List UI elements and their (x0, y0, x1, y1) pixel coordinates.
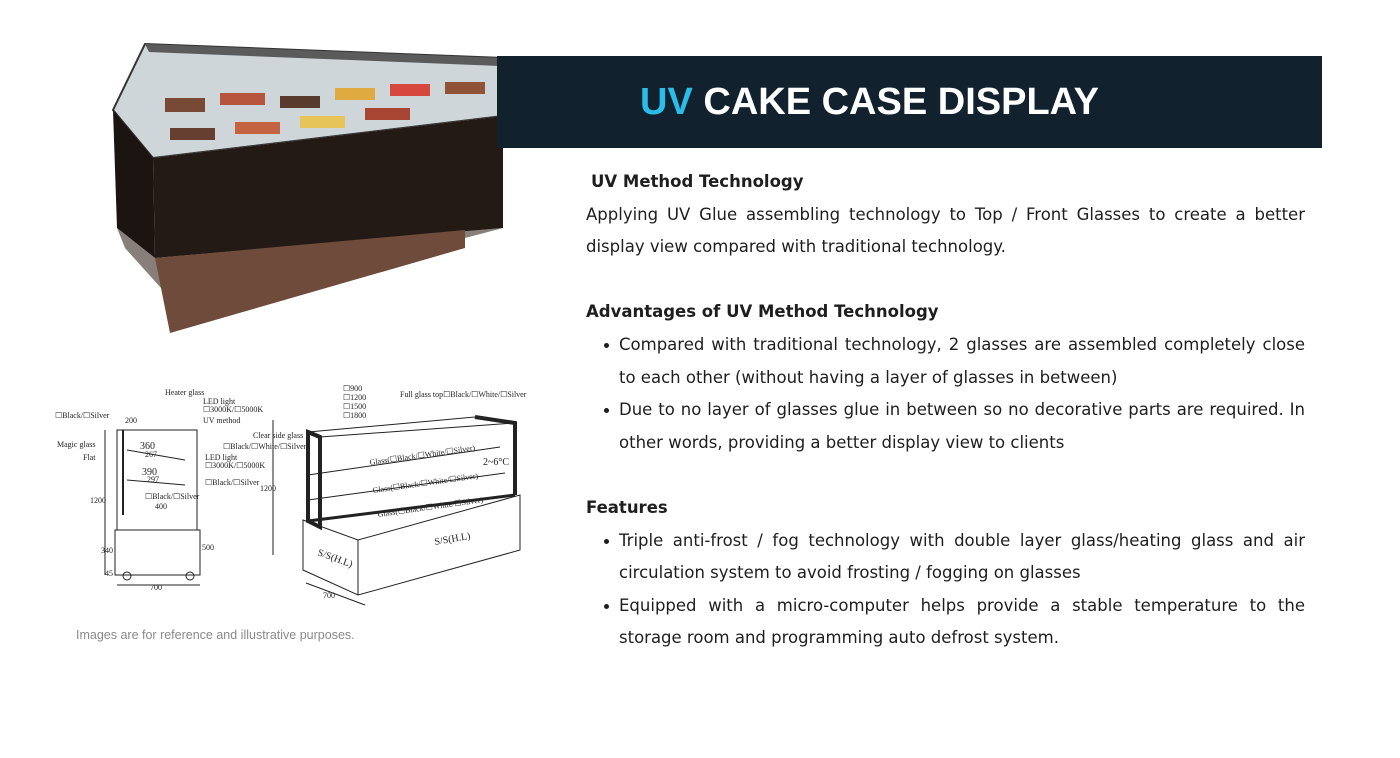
product-photo (111, 42, 504, 333)
label-shelf2: Glass(☐Black/☐White/☐Silver) (372, 471, 479, 495)
label-led-top: LED light (203, 397, 236, 406)
section-heading: UV Method Technology (591, 172, 804, 191)
advantages-list: Compared with traditional technology, 2 … (586, 329, 1305, 459)
label-d360: 360 (140, 441, 155, 452)
side-view-diagram (104, 429, 201, 586)
label-clear-side-glass: Clear side glass (253, 431, 303, 440)
section-heading: Features (586, 497, 668, 517)
label-color-mid: ☐Black/☐Silver (205, 478, 260, 487)
label-h45: 45 (105, 569, 113, 578)
label-flat: Flat (83, 453, 96, 462)
technical-diagram: Heater glass LED light ☐3000K/☐5000K UV … (55, 384, 527, 606)
label-magic-glass: Magic glass (57, 440, 95, 449)
section-paragraph: Applying UV Glue assembling technology t… (586, 204, 1305, 257)
list-item: Equipped with a micro-computer helps pro… (604, 590, 1305, 655)
image-disclaimer: Images are for reference and illustrativ… (76, 628, 355, 642)
label-d297: 297 (147, 475, 159, 484)
label-w700: 700 (150, 583, 162, 592)
label-led-mid-opts: ☐3000K/☐5000K (205, 461, 265, 470)
label-temp: 2~6°C (483, 457, 509, 468)
label-heater-glass: Heater glass (165, 388, 204, 397)
content-column: UV Method Technology Applying UV Glue as… (586, 166, 1305, 655)
list-item: Due to no layer of glasses glue in betwe… (604, 394, 1305, 459)
label-shelf1: Glass(☐Black/☐White/☐Silver) (369, 443, 476, 467)
page-title: UV CAKE CASE DISPLAY (640, 80, 1099, 123)
label-size-900: ☐900 (343, 384, 362, 393)
label-size-1200: ☐1200 (343, 393, 366, 402)
front-view-diagram (272, 415, 521, 606)
label-led-mid: LED light (205, 453, 238, 462)
label-size-1800: ☐1800 (343, 411, 366, 420)
label-front-h1200: 1200 (260, 484, 276, 493)
label-side-colors: ☐Black/☐White/☐Silver (223, 442, 307, 451)
label-led-top-opts: ☐3000K/☐5000K (203, 405, 263, 414)
label-h1200: 1200 (90, 496, 106, 505)
section-heading: Advantages of UV Method Technology (586, 302, 939, 322)
label-w200: 200 (125, 416, 137, 425)
label-front-d700: 700 (323, 591, 335, 600)
label-d400: 400 (155, 502, 167, 511)
list-item: Triple anti-frost / fog technology with … (604, 525, 1305, 590)
label-full-glass-top: Full glass top☐Black/☐White/☐Silver (400, 390, 527, 399)
label-d390: 390 (142, 467, 157, 478)
label-uv-method: UV method (203, 416, 240, 425)
label-d267: 267 (145, 450, 157, 459)
title-banner: UV CAKE CASE DISPLAY (497, 56, 1322, 148)
label-color-top: ☐Black/☐Silver (55, 411, 110, 420)
label-h500: 500 (202, 543, 214, 552)
list-item: Compared with traditional technology, 2 … (604, 329, 1305, 394)
features-list: Triple anti-frost / fog technology with … (586, 525, 1305, 655)
label-h340: 340 (101, 546, 113, 555)
label-size-1500: ☐1500 (343, 402, 366, 411)
label-color-low: ☐Black/☐Silver (145, 492, 200, 501)
